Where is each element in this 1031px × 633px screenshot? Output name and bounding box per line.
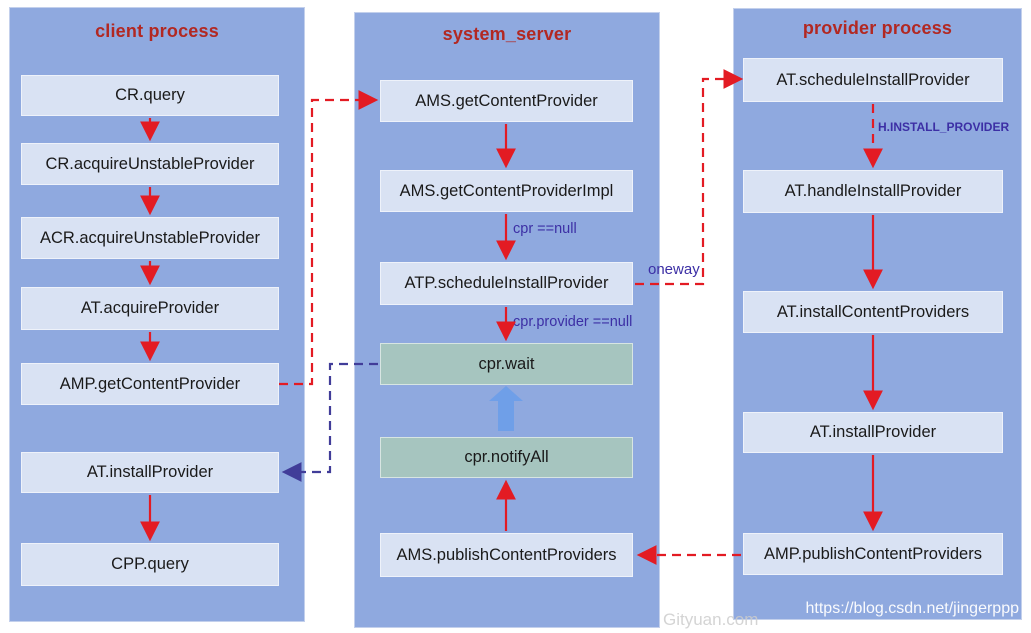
node-amp-publish-content-providers: AMP.publishContentProviders (743, 533, 1003, 575)
title-provider-process: provider process (802, 18, 953, 38)
node-at-handle-install-provider: AT.handleInstallProvider (743, 170, 1003, 213)
node-at-install-content-providers: AT.installContentProviders (743, 291, 1003, 333)
node-acr-acquire-unstable-provider: ACR.acquireUnstableProvider (21, 217, 279, 259)
watermark-gityuan: Gityuan.com (663, 610, 759, 629)
node-ams-get-content-provider: AMS.getContentProvider (380, 80, 633, 122)
node-cpr-wait: cpr.wait (380, 343, 633, 385)
edge-label-h-install-provider: H.INSTALL_PROVIDER (878, 120, 1010, 134)
title-system-server: system_server (442, 24, 572, 44)
node-cpp-query: CPP.query (21, 543, 279, 586)
node-cpr-notify-all: cpr.notifyAll (380, 437, 633, 478)
node-cr-acquire-unstable-provider: CR.acquireUnstableProvider (21, 143, 279, 185)
title-client-process: client process (95, 21, 219, 41)
node-at-install-provider-client: AT.installProvider (21, 452, 279, 493)
edge-label-cpr-provider-null: cpr.provider ==null (513, 314, 633, 330)
node-ams-publish-content-providers: AMS.publishContentProviders (380, 533, 633, 577)
node-ams-get-content-provider-impl: AMS.getContentProviderImpl (380, 170, 633, 212)
node-amp-get-content-provider: AMP.getContentProvider (21, 363, 279, 405)
node-at-install-provider-provider: AT.installProvider (743, 412, 1003, 453)
edge-label-oneway: oneway (648, 261, 700, 278)
node-cr-query: CR.query (21, 75, 279, 116)
node-atp-schedule-install-provider: ATP.scheduleInstallProvider (380, 262, 633, 305)
node-at-acquire-provider: AT.acquireProvider (21, 287, 279, 330)
node-at-schedule-install-provider: AT.scheduleInstallProvider (743, 58, 1003, 102)
edge-label-cpr-null: cpr ==null (513, 221, 577, 237)
watermark-csdn-url: https://blog.csdn.net/jingerppp (805, 600, 1019, 617)
